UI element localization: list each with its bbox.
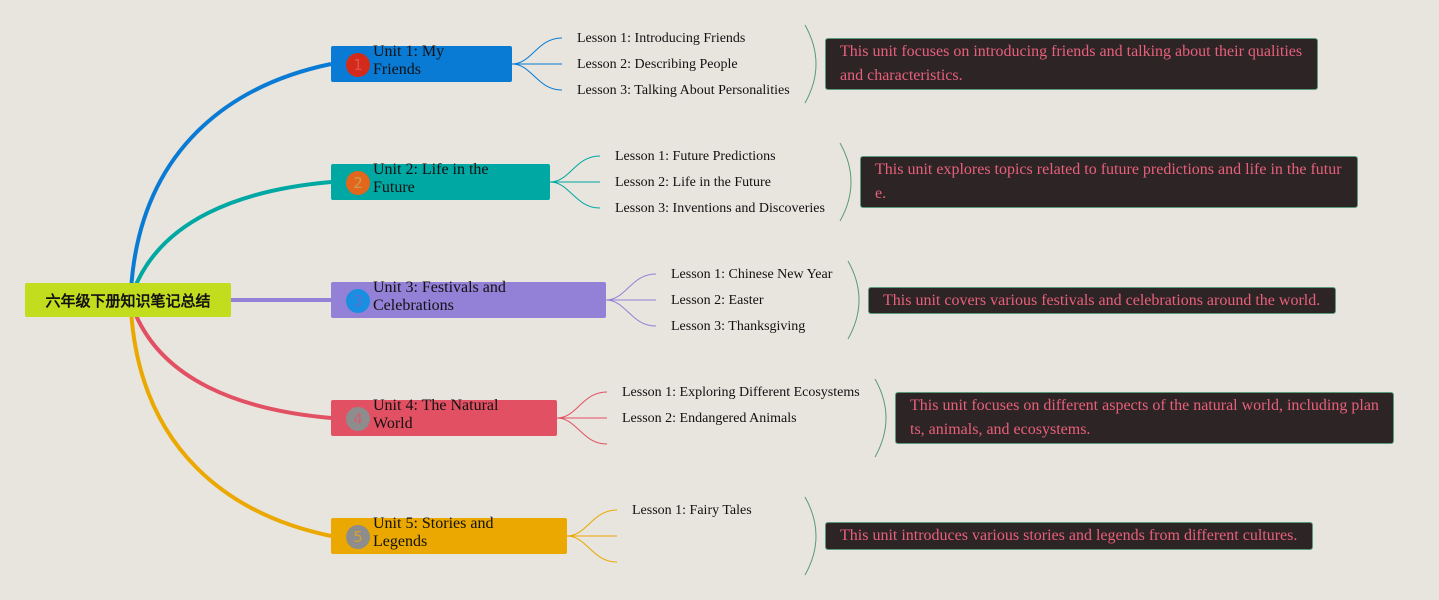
summary-text: This unit introduces various stories and… <box>840 527 1298 544</box>
root-node[interactable]: 六年级下册知识笔记总结 <box>25 283 231 317</box>
summary-text: This unit covers various festivals and c… <box>883 291 1321 309</box>
number-badge-icon: 5 <box>346 525 370 549</box>
lesson-item[interactable]: Lesson 2: Easter <box>671 293 764 308</box>
brace-icon <box>874 378 887 458</box>
lesson-connector <box>511 63 563 91</box>
unit-title: Unit 3: Festivals and Celebrations <box>373 279 506 314</box>
lesson-connector <box>605 273 657 301</box>
branch-line <box>129 309 332 538</box>
root-title: 六年级下册知识笔记总结 <box>45 291 211 310</box>
unit-title: Unit 1: My Friends <box>373 43 445 78</box>
lesson-connector <box>566 509 618 537</box>
lesson-connector <box>566 535 618 563</box>
summary-box-2[interactable]: This unit explores topics related to fut… <box>860 156 1358 208</box>
lesson-connector <box>549 155 601 183</box>
lesson-item[interactable]: Lesson 1: Future Predictions <box>615 149 776 164</box>
lesson-item[interactable]: Lesson 1: Introducing Friends <box>577 31 746 46</box>
number-badge-icon: 4 <box>346 407 370 431</box>
brace-icon <box>804 24 817 104</box>
summary-box-1[interactable]: This unit focuses on introducing friends… <box>825 38 1318 90</box>
lesson-item[interactable]: Lesson 2: Describing People <box>577 57 738 72</box>
summary-text: This unit focuses on different aspects o… <box>910 397 1379 438</box>
branch-line <box>131 180 332 293</box>
lesson-item[interactable]: Lesson 2: Life in the Future <box>615 175 771 190</box>
branch-line <box>129 62 332 291</box>
brace-icon <box>847 260 860 340</box>
number-badge-icon: 1 <box>346 53 370 77</box>
lesson-item[interactable]: Lesson 1: Fairy Tales <box>632 503 752 518</box>
lesson-item[interactable]: Lesson 3: Thanksgiving <box>671 319 806 334</box>
lesson-connector <box>511 37 563 65</box>
lesson-item[interactable]: Lesson 3: Talking About Personalities <box>577 83 790 98</box>
lesson-item[interactable]: Lesson 1: Chinese New Year <box>671 267 833 282</box>
lesson-item[interactable]: Lesson 3: Inventions and Discoveries <box>615 201 825 216</box>
summary-box-4[interactable]: This unit focuses on different aspects o… <box>895 392 1394 444</box>
lesson-connector <box>556 417 608 445</box>
branch-line <box>131 307 332 420</box>
summary-text: This unit explores topics related to fut… <box>875 161 1342 202</box>
lesson-connector <box>549 181 601 209</box>
number-badge-icon: 2 <box>346 171 370 195</box>
brace-icon <box>804 496 817 576</box>
unit-title: Unit 5: Stories and Legends <box>373 515 494 550</box>
unit-title: Unit 4: The Natural World <box>373 397 499 432</box>
lesson-connector <box>556 391 608 419</box>
summary-text: This unit focuses on introducing friends… <box>840 43 1303 84</box>
lesson-connector <box>605 299 657 327</box>
number-badge-icon: 3 <box>346 289 370 313</box>
brace-icon <box>839 142 852 222</box>
summary-box-3[interactable]: This unit covers various festivals and c… <box>868 287 1336 314</box>
summary-box-5[interactable]: This unit introduces various stories and… <box>825 522 1313 550</box>
lesson-item[interactable]: Lesson 1: Exploring Different Ecosystems <box>622 385 860 400</box>
lesson-item[interactable]: Lesson 2: Endangered Animals <box>622 411 797 426</box>
unit-title: Unit 2: Life in the Future <box>373 161 489 196</box>
